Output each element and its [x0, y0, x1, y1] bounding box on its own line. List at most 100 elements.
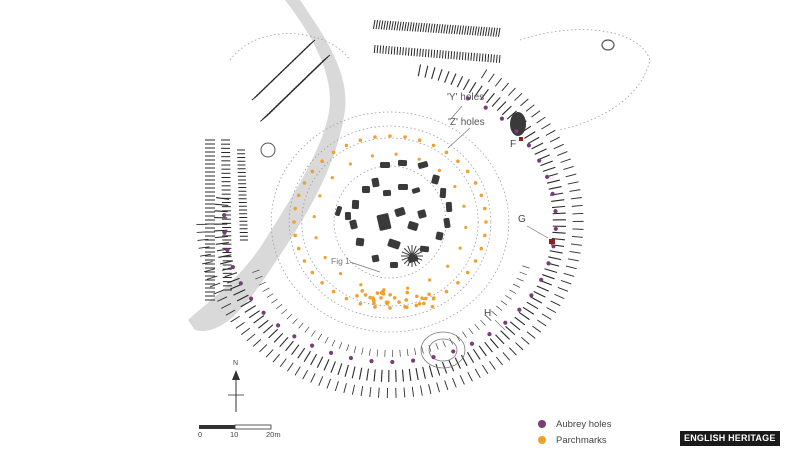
- hatch-stroke: [502, 83, 509, 91]
- parchmark: [484, 220, 488, 224]
- aubrey-hole: [529, 293, 533, 297]
- parchmark: [359, 283, 362, 286]
- hatch-stroke: [532, 143, 543, 149]
- hatch-stroke: [561, 280, 571, 284]
- hatch-stroke: [485, 27, 487, 36]
- hatch-stroke: [471, 53, 472, 61]
- aubrey-hole: [261, 311, 265, 315]
- hatch-stroke: [404, 388, 405, 398]
- parchmark: [480, 247, 484, 251]
- hatch-stroke: [338, 363, 342, 374]
- hatch-stroke: [408, 48, 409, 56]
- hatch-stroke: [510, 322, 520, 330]
- parchmark: [431, 305, 435, 309]
- hatch-stroke: [463, 79, 469, 90]
- hatch-stroke: [207, 276, 217, 279]
- barrow-ring: [602, 40, 614, 50]
- hatch-stroke: [506, 326, 515, 334]
- parchmark-swatch-icon: [538, 436, 546, 444]
- hatch-stroke: [526, 105, 534, 112]
- hatch-stroke: [276, 304, 282, 308]
- hatch-stroke: [389, 21, 391, 30]
- hatch-stroke: [428, 49, 429, 57]
- hatch-stroke: [570, 251, 581, 253]
- sarsen-stones: [335, 112, 526, 268]
- hatch-stroke: [245, 306, 256, 313]
- parchmark: [445, 290, 449, 294]
- parchmark: [303, 259, 307, 263]
- parchmark: [359, 302, 363, 306]
- hatch-stroke: [437, 50, 438, 58]
- hatch-stroke: [571, 244, 582, 245]
- hatch-stroke: [420, 23, 422, 32]
- aubrey-hole: [484, 105, 488, 109]
- hatch-stroke: [503, 352, 510, 360]
- parchmark: [382, 292, 386, 296]
- parchmark: [405, 291, 409, 295]
- hatch-stroke: [433, 24, 435, 33]
- hatch-stroke: [414, 48, 415, 56]
- stone: [435, 231, 443, 240]
- hatch-stroke: [475, 324, 480, 330]
- scale-bar-icon: [199, 425, 271, 429]
- hatch-stroke: [480, 27, 482, 36]
- hatch-stroke: [569, 190, 580, 192]
- hatch-stroke: [542, 275, 554, 279]
- hatch-stroke: [411, 48, 412, 56]
- stone: [371, 177, 379, 187]
- hatch-stroke: [519, 312, 529, 319]
- stone: [349, 219, 358, 229]
- hatch-stroke: [551, 301, 561, 306]
- hatch-stroke: [448, 51, 449, 59]
- parchmark: [428, 278, 431, 281]
- hatch-stroke: [431, 50, 432, 58]
- feature-f-marker: [519, 137, 523, 141]
- stone: [335, 205, 343, 216]
- hatch-stroke: [317, 357, 322, 368]
- hatch-stroke: [491, 54, 492, 62]
- hatch-stroke: [490, 339, 498, 348]
- feature-g-marker: [549, 239, 555, 244]
- hatch-stroke: [568, 259, 579, 261]
- parchmark: [424, 297, 428, 301]
- hatch-stroke: [380, 45, 381, 53]
- hatch-stroke: [379, 388, 380, 398]
- hatch-stroke: [537, 320, 546, 326]
- hatch-stroke: [474, 53, 475, 61]
- aubrey-hole: [487, 332, 491, 336]
- hatch-stroke: [485, 342, 493, 352]
- hatch-stroke: [566, 174, 577, 177]
- aubrey-swatch-icon: [538, 420, 546, 428]
- hatch-stroke: [420, 49, 421, 57]
- parchmark: [466, 170, 470, 174]
- hatch-stroke: [303, 370, 308, 379]
- hatch-stroke: [508, 88, 515, 96]
- hatch-stroke: [440, 50, 441, 58]
- hatch-stroke: [468, 372, 473, 381]
- hatch-stroke: [485, 54, 486, 62]
- hatch-stroke: [515, 93, 523, 100]
- hatch-stroke: [532, 326, 541, 332]
- hatch-stroke: [407, 22, 409, 31]
- y-holes-label: 'Y' holes: [447, 92, 484, 103]
- parchmark: [483, 234, 487, 238]
- hatch-stroke: [452, 378, 456, 387]
- hatch-stroke: [327, 379, 331, 388]
- parchmark: [459, 247, 462, 250]
- hatch-stroke: [497, 102, 506, 111]
- hatch-stroke: [541, 124, 550, 130]
- hatch-stroke: [418, 23, 420, 32]
- parchmark: [464, 226, 467, 229]
- hatch-stroke: [496, 28, 498, 37]
- aubrey-hole: [514, 129, 518, 133]
- hatch-stroke: [446, 25, 448, 34]
- hatch-stroke: [438, 69, 442, 80]
- parchmark: [297, 247, 301, 251]
- hatch-stroke: [376, 20, 378, 29]
- hatch-stroke: [415, 23, 417, 32]
- hatch-stroke: [557, 152, 567, 156]
- hatch-stroke: [502, 106, 511, 115]
- earthwork-hatching: [196, 20, 583, 398]
- hatch-stroke: [537, 117, 546, 123]
- hatch-stroke: [543, 167, 555, 171]
